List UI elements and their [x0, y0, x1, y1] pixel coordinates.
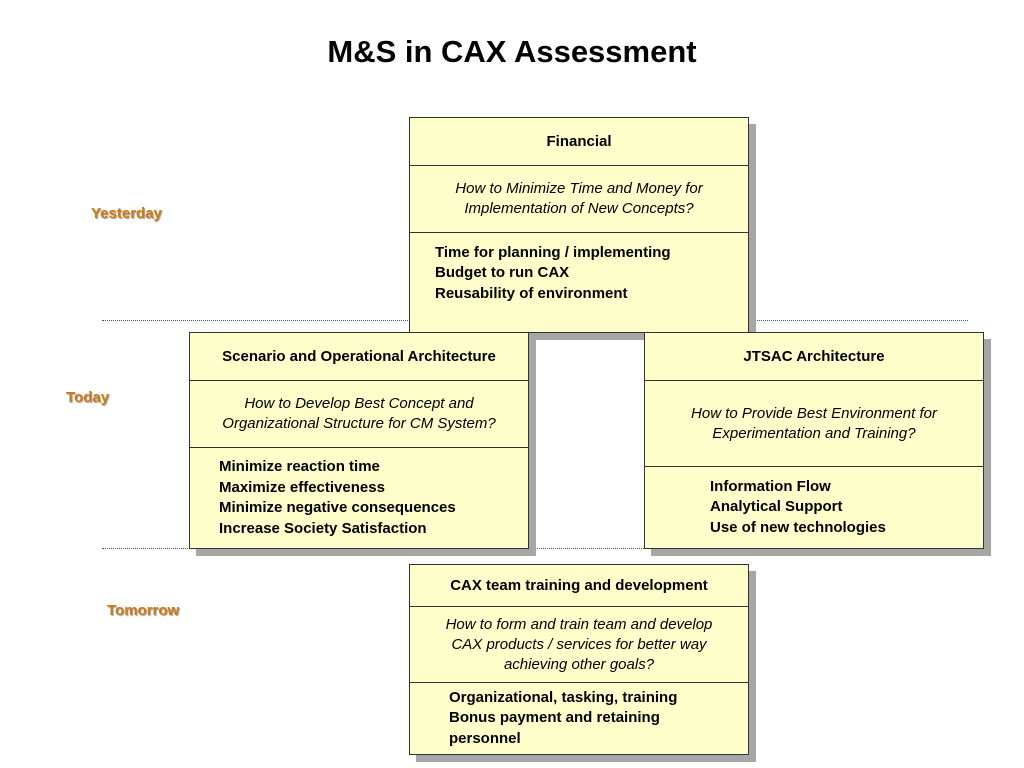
list-item: Minimize negative consequences [219, 499, 456, 516]
jtsac-items: Information Flow Analytical Support Use … [645, 467, 983, 548]
list-item: Bonus payment and retaining [449, 709, 660, 727]
financial-question-line: How to Minimize Time and Money for [455, 180, 703, 197]
cax-team-question: How to form and train team and develop C… [410, 607, 748, 683]
cax-team-question-line: achieving other goals? [503, 655, 655, 673]
list-item: Information Flow [710, 477, 831, 495]
list-item: Budget to run CAX [435, 264, 570, 282]
list-item: Organizational, tasking, training [449, 688, 678, 706]
era-label-today: Today [66, 389, 110, 406]
jtsac-box: JTSAC Architecture How to Provide Best E… [644, 332, 984, 549]
cax-team-header: CAX team training and development [410, 565, 748, 607]
list-item: Analytical Support [710, 498, 843, 516]
jtsac-question: How to Provide Best Environment for Expe… [645, 381, 983, 467]
financial-question: How to Minimize Time and Money for Imple… [410, 166, 748, 233]
list-item: Use of new technologies [710, 518, 886, 536]
list-item: Maximize effectiveness [219, 478, 385, 496]
financial-box: Financial How to Minimize Time and Money… [409, 117, 749, 333]
financial-question-line: Implementation of New Concepts? [464, 200, 694, 217]
jtsac-question-line: Experimentation and Training? [712, 424, 916, 442]
financial-header: Financial [410, 118, 748, 166]
page-title: M&S in CAX Assessment [327, 34, 697, 69]
era-label-tomorrow: Tomorrow [107, 602, 180, 619]
jtsac-question-line: How to Provide Best Environment for [691, 404, 937, 422]
list-item: Minimize reaction time [219, 458, 380, 475]
list-item: Increase Society Satisfaction [219, 519, 427, 537]
list-item: personnel [449, 729, 521, 747]
era-label-yesterday: Yesterday [91, 205, 162, 222]
list-item: Time for planning / implementing [435, 243, 671, 261]
jtsac-header: JTSAC Architecture [645, 333, 983, 381]
list-item: Reusability of environment [435, 284, 628, 302]
cax-team-question-line: How to form and train team and develop [445, 615, 713, 633]
scenario-question-line: Organizational Structure for CM System? [222, 415, 496, 432]
cax-team-question-line: CAX products / services for better way [451, 635, 707, 653]
scenario-header: Scenario and Operational Architecture [190, 333, 528, 381]
scenario-question-line: How to Develop Best Concept and [244, 395, 474, 412]
scenario-box: Scenario and Operational Architecture Ho… [189, 332, 529, 549]
cax-team-items: Organizational, tasking, training Bonus … [410, 683, 748, 754]
divider-today-tomorrow [102, 548, 968, 549]
scenario-question: How to Develop Best Concept and Organiza… [190, 381, 528, 448]
scenario-items: Minimize reaction time Maximize effectiv… [190, 448, 528, 548]
cax-team-box: CAX team training and development How to… [409, 564, 749, 755]
financial-items: Time for planning / implementing Budget … [410, 233, 748, 332]
